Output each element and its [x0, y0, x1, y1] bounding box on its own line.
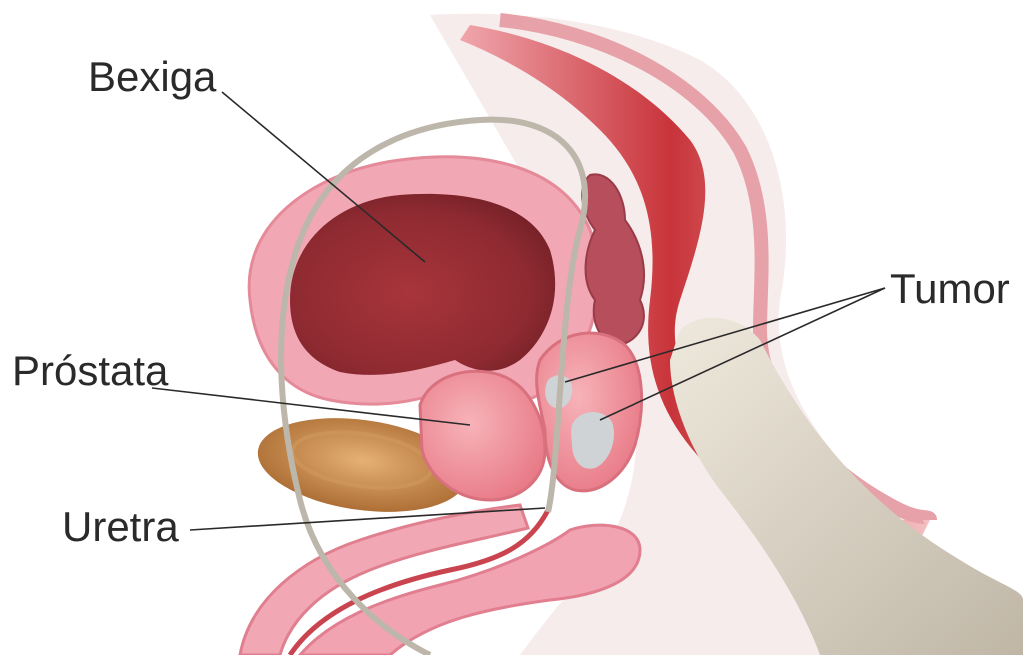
- label-prostate: Próstata: [12, 350, 168, 392]
- label-bladder: Bexiga: [88, 56, 216, 98]
- bladder-lumen: [290, 194, 555, 375]
- label-urethra: Uretra: [62, 506, 179, 548]
- label-tumor: Tumor: [890, 268, 1010, 310]
